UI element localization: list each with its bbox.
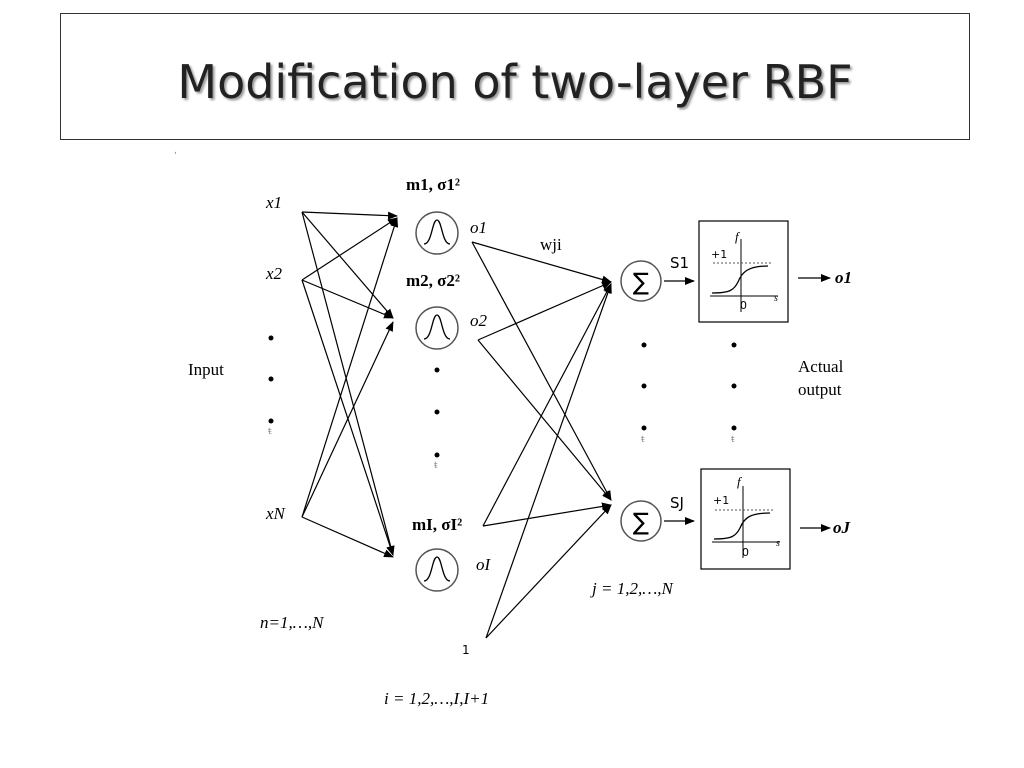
hidden-param-2: m2, σ2² bbox=[406, 271, 460, 290]
format-mark: ŧ bbox=[268, 427, 272, 437]
sum-node-J: ∑ bbox=[620, 500, 662, 542]
activation-s-1: s bbox=[774, 293, 778, 304]
sum-label-SJ: SJ bbox=[670, 494, 684, 512]
weight-label: wji bbox=[540, 235, 562, 254]
stray-mark: , bbox=[174, 146, 177, 156]
title-box: Modification of two-layer RBF bbox=[60, 13, 970, 140]
input-index-label: n=1,…,N bbox=[260, 613, 325, 632]
activation-box-1 bbox=[698, 220, 789, 323]
hidden-index-label: i = 1,2,…,I,I+1 bbox=[384, 689, 489, 708]
format-mark: ŧ bbox=[641, 435, 645, 445]
activation-zero-J: 0 bbox=[742, 546, 749, 559]
input-xN-label: xN bbox=[265, 504, 287, 523]
output-label-line1: Actual bbox=[798, 357, 844, 376]
activation-box-J bbox=[700, 468, 791, 570]
output-oJ-label: oJ bbox=[833, 518, 851, 537]
hidden-output-o1: o1 bbox=[470, 218, 487, 237]
hidden-param-I: mI, σI² bbox=[412, 515, 462, 534]
hidden-ellipsis-dots bbox=[434, 367, 440, 458]
output-label-line2: output bbox=[798, 380, 842, 399]
input-x1-label: x1 bbox=[265, 193, 282, 212]
hidden-output-o2: o2 bbox=[470, 311, 488, 330]
sum-symbol-J: ∑ bbox=[633, 508, 649, 536]
activation-f-label-1: f bbox=[735, 229, 741, 244]
output-o1-label: o1 bbox=[835, 268, 852, 287]
hidden-output-connections bbox=[471, 241, 612, 639]
output-index-label: j = 1,2,…,N bbox=[590, 579, 675, 598]
input-ellipsis-dots bbox=[268, 335, 274, 424]
sum-node-1: ∑ bbox=[620, 260, 662, 302]
sum-symbol-1: ∑ bbox=[633, 268, 649, 296]
input-label: Input bbox=[188, 360, 224, 379]
activation-plus-one-1: +1 bbox=[711, 248, 727, 261]
hidden-output-oI: oI bbox=[476, 555, 492, 574]
gaussian-node-I bbox=[415, 548, 459, 592]
activation-zero-1: 0 bbox=[740, 299, 747, 312]
hidden-param-1: m1, σ1² bbox=[406, 175, 460, 194]
input-x2-label: x2 bbox=[265, 264, 283, 283]
gaussian-node-1 bbox=[415, 211, 459, 255]
format-mark: ŧ bbox=[434, 461, 438, 471]
gaussian-node-2 bbox=[415, 306, 459, 350]
slide-title: Modification of two-layer RBF bbox=[177, 55, 853, 109]
output-ellipsis-dots bbox=[641, 342, 737, 431]
bias-input-label: 1 bbox=[462, 643, 470, 657]
activation-plus-one-J: +1 bbox=[713, 494, 729, 507]
activation-f-label-J: f bbox=[737, 474, 743, 489]
sum-label-S1: S1 bbox=[670, 254, 689, 272]
activation-s-J: s bbox=[776, 538, 780, 549]
input-hidden-connections bbox=[301, 211, 399, 558]
format-mark: ŧ bbox=[731, 435, 735, 445]
